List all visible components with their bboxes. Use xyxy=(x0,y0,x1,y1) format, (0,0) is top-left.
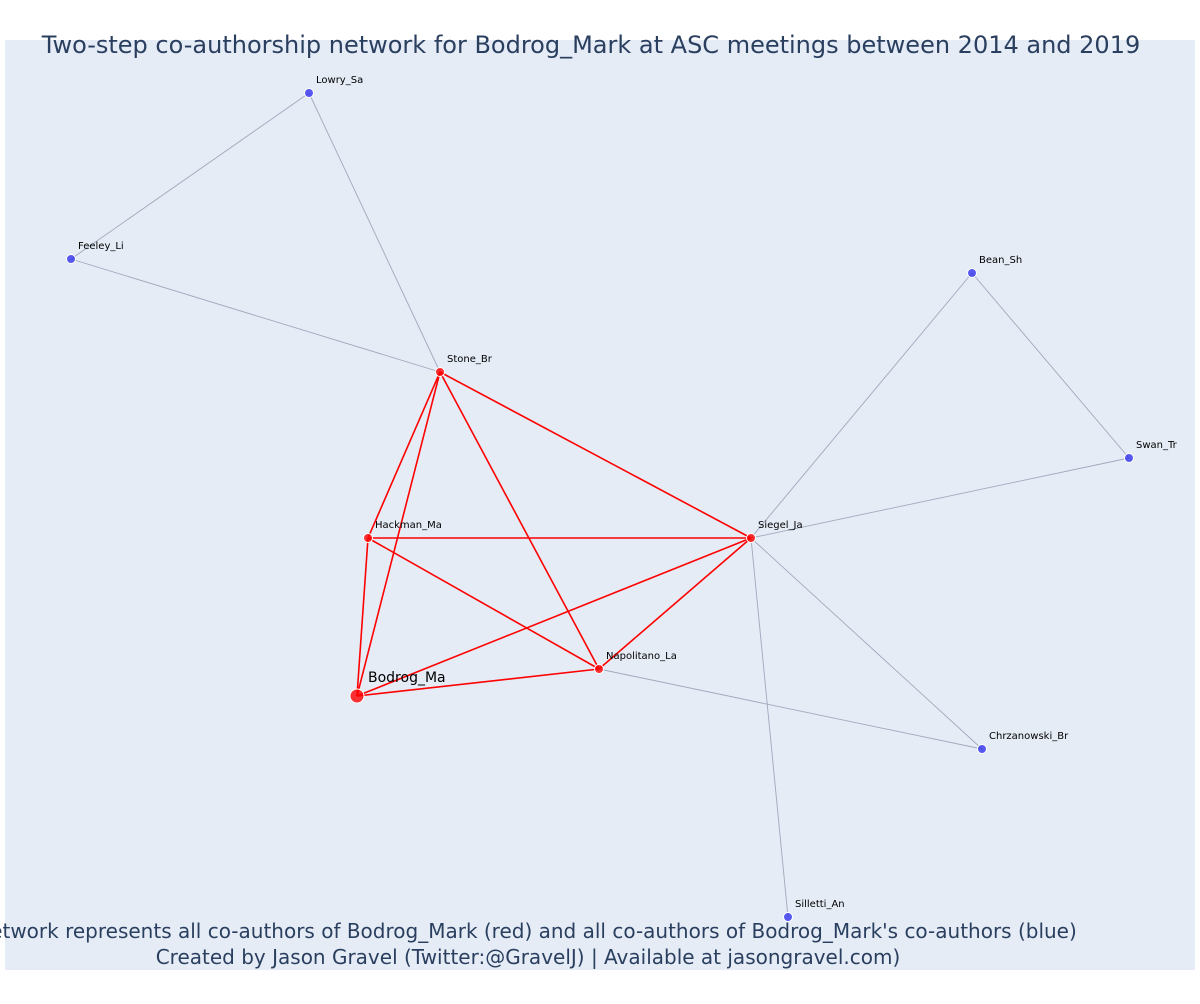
node-label-siegel-ja: Siegel_Ja xyxy=(758,520,803,531)
diagram-title: Two-step co-authorship network for Bodro… xyxy=(41,31,1140,59)
node-label-bean-sh: Bean_Sh xyxy=(979,255,1022,266)
edge-bodrog-ma-stone-br xyxy=(356,371,441,697)
caption-line-1: Network represents all co-authors of Bod… xyxy=(0,919,1077,943)
node-label-bodrog-ma: Bodrog_Ma xyxy=(368,670,446,686)
edge-bodrog-ma-siegel-ja xyxy=(356,537,752,697)
node-chrzanowski-br[interactable] xyxy=(977,744,987,754)
edge-siegel-ja-chrzanowski-br xyxy=(750,537,983,750)
edge-feeley-li-stone-br xyxy=(70,258,441,373)
edge-hackman-ma-napolitano-la xyxy=(367,537,600,670)
node-label-napolitano-la: Napolitano_La xyxy=(606,651,677,662)
node-swan-tr[interactable] xyxy=(1124,453,1134,463)
node-bean-sh[interactable] xyxy=(967,268,977,278)
node-siegel-ja[interactable] xyxy=(746,533,756,543)
node-label-hackman-ma: Hackman_Ma xyxy=(375,520,442,531)
edge-stone-br-hackman-ma xyxy=(367,371,441,539)
edge-bean-sh-siegel-ja xyxy=(750,272,973,539)
edge-siegel-ja-silletti-an xyxy=(750,537,789,918)
node-label-stone-br: Stone_Br xyxy=(447,354,493,365)
node-bodrog-ma[interactable] xyxy=(349,688,365,704)
edge-bean-sh-swan-tr xyxy=(971,272,1130,459)
edge-stone-br-siegel-ja xyxy=(439,371,752,539)
node-feeley-li[interactable] xyxy=(66,254,76,264)
node-lowry-sa[interactable] xyxy=(304,88,314,98)
node-label-lowry-sa: Lowry_Sa xyxy=(316,75,363,86)
node-label-silletti-an: Silletti_An xyxy=(795,899,845,910)
edge-bodrog-ma-napolitano-la xyxy=(356,668,600,697)
edge-siegel-ja-napolitano-la xyxy=(598,537,752,670)
nodes-layer xyxy=(66,88,1134,922)
edge-lowry-sa-stone-br xyxy=(308,92,441,373)
edge-napolitano-la-chrzanowski-br xyxy=(598,668,983,750)
node-hackman-ma[interactable] xyxy=(363,533,373,543)
edges-layer xyxy=(70,92,1130,918)
node-label-feeley-li: Feeley_Li xyxy=(78,241,124,252)
edge-lowry-sa-feeley-li xyxy=(70,92,310,260)
node-label-swan-tr: Swan_Tr xyxy=(1136,440,1178,451)
node-napolitano-la[interactable] xyxy=(594,664,604,674)
caption-line-2: Created by Jason Gravel (Twitter:@Gravel… xyxy=(156,945,901,969)
edge-swan-tr-siegel-ja xyxy=(750,457,1130,539)
edge-stone-br-napolitano-la xyxy=(439,371,600,670)
node-label-chrzanowski-br: Chrzanowski_Br xyxy=(989,731,1069,742)
node-stone-br[interactable] xyxy=(435,367,445,377)
node-silletti-an[interactable] xyxy=(783,912,793,922)
edge-bodrog-ma-hackman-ma xyxy=(356,537,369,697)
plot-background xyxy=(5,40,1195,970)
